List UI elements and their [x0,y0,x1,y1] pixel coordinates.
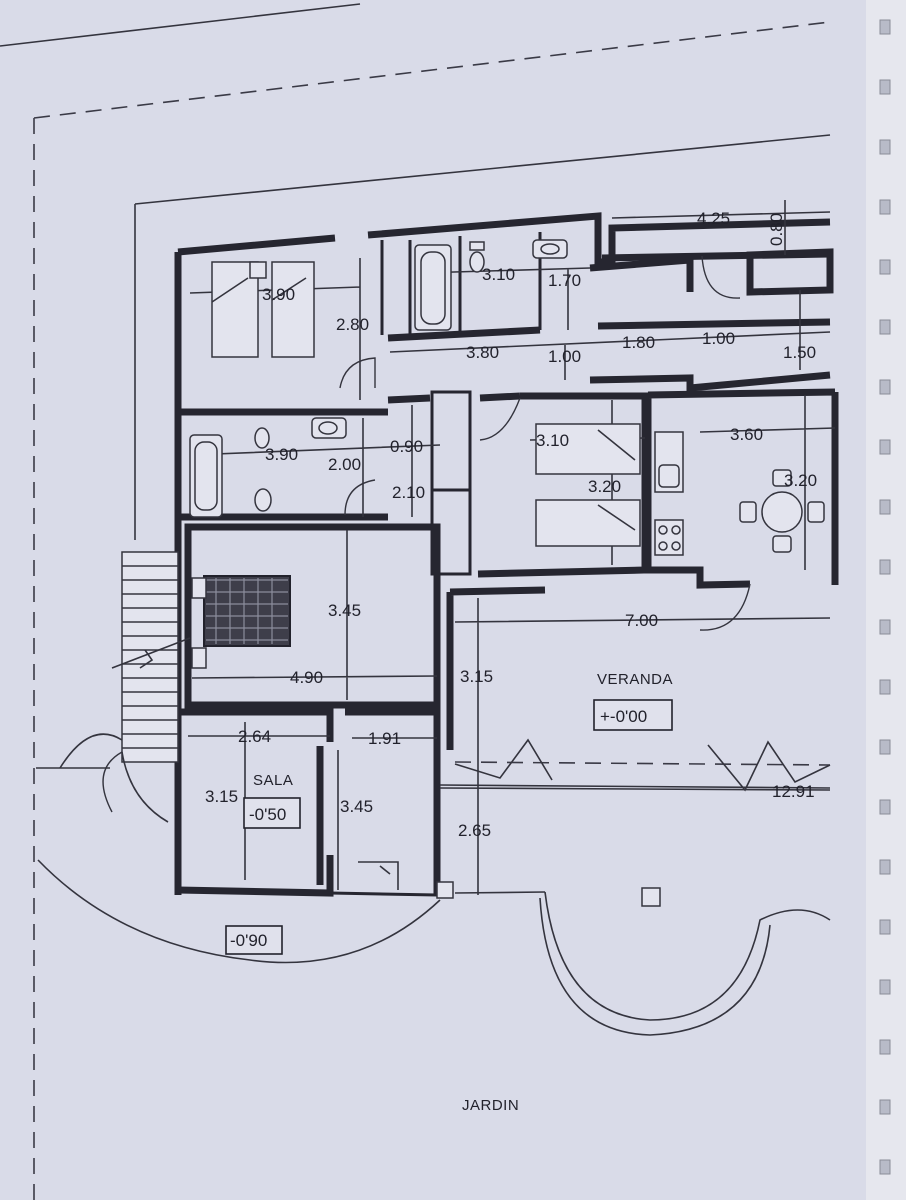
dim-3-10-top: 3.10 [482,265,515,284]
top-edge-line [0,3,361,47]
bed-double [203,575,291,647]
dim-12-91: 12.91 [772,782,815,801]
bed-single-2 [271,261,315,358]
dim-3-45-main: 3.45 [328,601,361,620]
dim-2-65: 2.65 [458,821,491,840]
room-label-jardin: JARDIN [462,1097,519,1114]
veranda-roof-dash [454,761,831,766]
dim-4-90: 4.90 [290,668,323,687]
fixtures [189,239,825,556]
room-label-veranda: VERANDA [597,671,673,688]
dim-3-10-bed: 3.10 [536,431,569,450]
zigzag-right [707,740,831,792]
bay-arc-inner [539,897,771,1036]
dim-1-50: 1.50 [783,343,816,362]
dim-3-45-sala: 3.45 [340,797,373,816]
dim-0-80: 0.80 [767,213,786,246]
bidet-2 [254,488,272,512]
column-garden [641,887,661,907]
level-box-sala [243,797,301,829]
stairs [111,551,191,763]
dim-1-70: 1.70 [548,271,581,290]
dining-table [761,491,803,533]
dim-3-90-bath: 3.90 [265,445,298,464]
bed-single-4 [535,499,641,547]
dimension-labels: 4.25 0.80 3.90 3.10 1.70 2.80 3.80 1.00 … [205,209,817,840]
dim-0-90: 0.90 [390,437,423,456]
dim-3-15-veranda: 3.15 [460,667,493,686]
dim-3-80: 3.80 [466,343,499,362]
toilet-2 [254,427,270,449]
garden-curve [37,859,441,964]
dim-2-80: 2.80 [336,315,369,334]
sala-steps [358,861,399,890]
property-boundary [33,21,831,1200]
walls [174,212,839,897]
terrace-edge [454,891,546,894]
level-veranda: +-0'00 [600,707,647,726]
dim-3-20-kit: 3.20 [784,471,817,490]
bay-arc [544,891,831,1021]
level-box-garden [225,925,283,955]
level-garden: -0'90 [230,931,267,950]
binder-holes [879,19,891,1175]
dim-4-25: 4.25 [697,209,730,228]
dim-1-00-a: 1.00 [548,347,581,366]
room-label-sala: SALA [253,772,293,789]
veranda-line [439,787,831,791]
dim-3-20-bed: 3.20 [588,477,621,496]
dim-2-00: 2.00 [328,455,361,474]
binder-strip [866,0,906,1200]
dim-3-60: 3.60 [730,425,763,444]
toilet-top [469,251,485,273]
dim-3-15-sala: 3.15 [205,787,238,806]
dim-7-00: 7.00 [625,611,658,630]
beds [191,261,641,669]
entry-arc [59,733,169,823]
dim-2-10: 2.10 [392,483,425,502]
dim-1-91: 1.91 [368,729,401,748]
lot-line [134,134,831,540]
level-box-veranda [593,699,673,731]
dim-1-80: 1.80 [622,333,655,352]
level-sala: -0'50 [249,805,286,824]
column-left [436,881,454,899]
dim-1-00-b: 1.00 [702,329,735,348]
doors [102,255,751,813]
room-labels: SALA VERANDA JARDIN +-0'00 -0'50 -0'90 [230,671,673,1114]
dim-2-64: 2.64 [238,727,271,746]
dim-3-90-top: 3.90 [262,285,295,304]
